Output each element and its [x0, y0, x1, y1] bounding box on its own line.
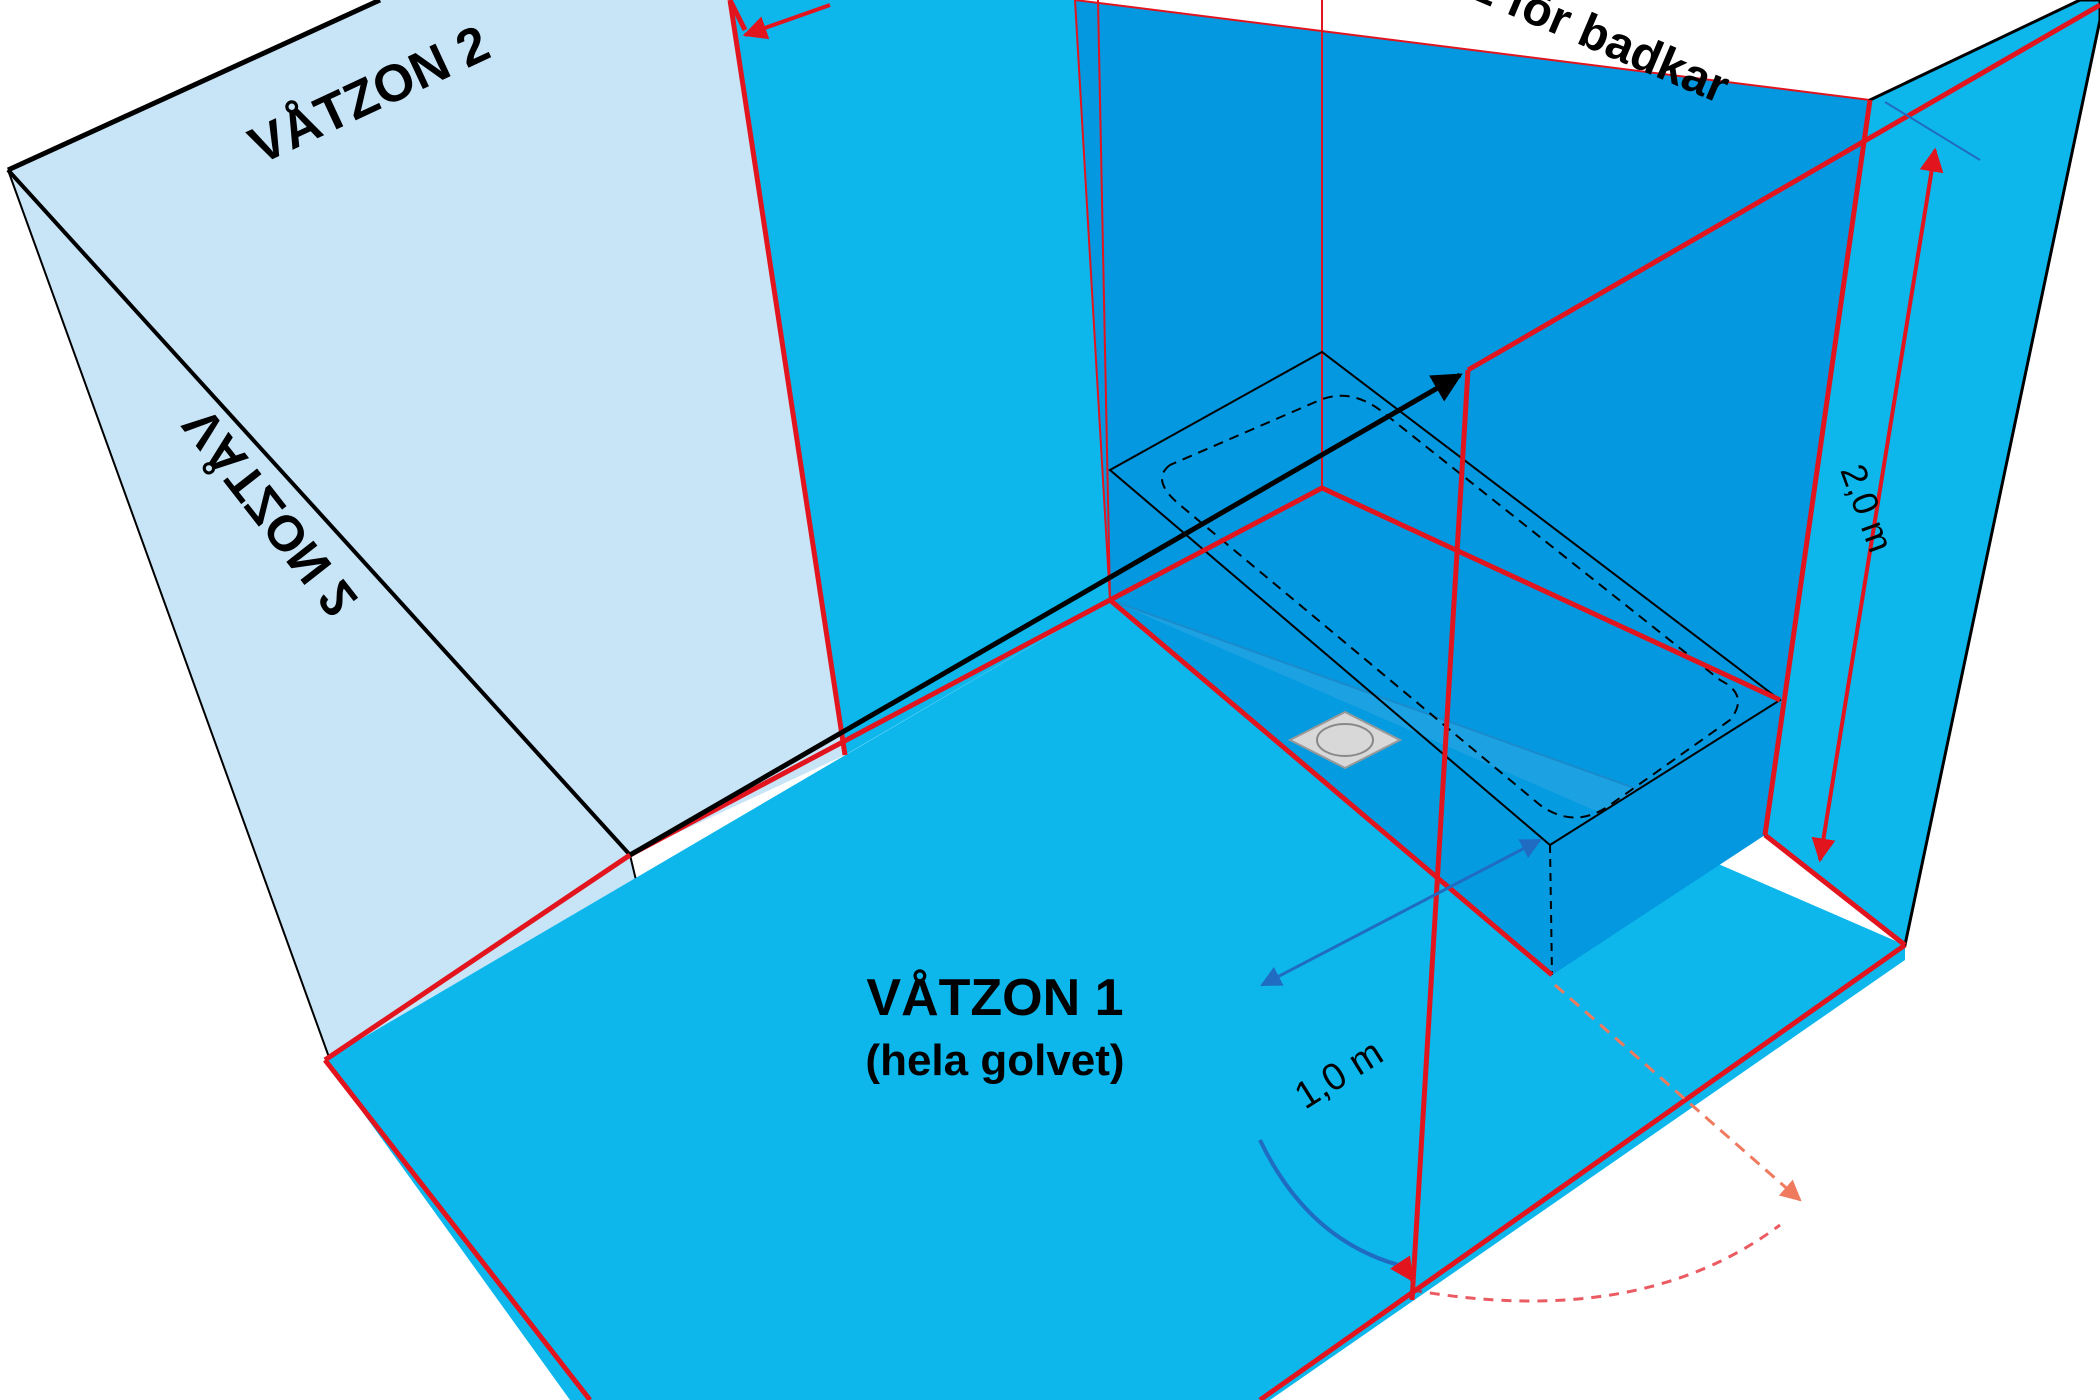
wet-zone-2-back-wall	[8, 0, 845, 855]
width-dimension-arrow	[1260, 838, 1542, 987]
door-swing-dashed-arc	[1411, 1223, 1781, 1303]
zone-boundaries	[323, 0, 2100, 1400]
floor-bottom-face	[325, 945, 1905, 1400]
wet-zone-1-title: VÅTZON 1	[866, 969, 1123, 1027]
recess-left-edge	[1097, 0, 1111, 601]
floor-drain	[1287, 710, 1403, 770]
door-swing-arrow	[1390, 1255, 1414, 1282]
diagonal-black-edge	[6, 168, 632, 857]
bathtub-inner-rim	[1161, 394, 1739, 819]
back-wall-zone-1	[730, 0, 1110, 755]
height-dimension-arrow	[1811, 147, 1944, 863]
top-black-edge	[6, 0, 382, 173]
wet-zone-1-subtitle: (hela golvet)	[865, 1036, 1124, 1085]
door-swing-dashed-radius	[1554, 983, 1802, 1202]
zone-top-edge	[727, 0, 748, 32]
height-tick	[1884, 101, 1981, 161]
bathtub-hidden-edge	[1549, 844, 1553, 976]
zone-1-top-arrow	[742, 3, 831, 40]
diagonal-pointer-arrow	[628, 372, 1463, 858]
door-swing-arc	[1258, 1139, 1411, 1270]
bathtub-side	[1550, 700, 1780, 975]
